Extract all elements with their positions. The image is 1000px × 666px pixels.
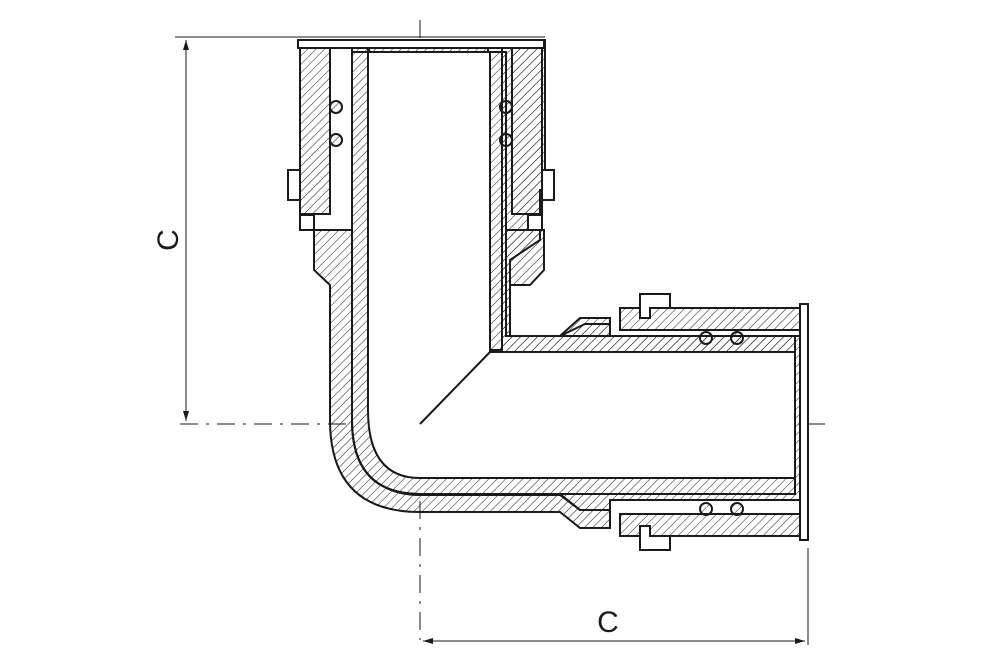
right-socket-rim xyxy=(799,303,809,541)
right-o-rings xyxy=(699,331,744,516)
top-socket-collar-right xyxy=(527,169,555,231)
outer-wall-right-top xyxy=(505,229,611,337)
inner-bore xyxy=(351,51,796,495)
top-socket-rim xyxy=(297,39,545,49)
horizontal-dimension-label: C xyxy=(597,606,619,639)
right-socket-collar-top xyxy=(639,293,671,319)
outer-wall-left xyxy=(313,229,611,529)
top-socket-collar-left xyxy=(287,169,315,231)
top-socket-sleeve-right xyxy=(511,43,543,215)
top-socket-sleeve-left xyxy=(299,43,331,215)
right-socket-collar-bottom xyxy=(639,525,671,551)
vertical-dimension-label: C xyxy=(152,229,185,251)
top-o-rings xyxy=(329,100,513,147)
inner-chamfer-line xyxy=(419,351,491,425)
